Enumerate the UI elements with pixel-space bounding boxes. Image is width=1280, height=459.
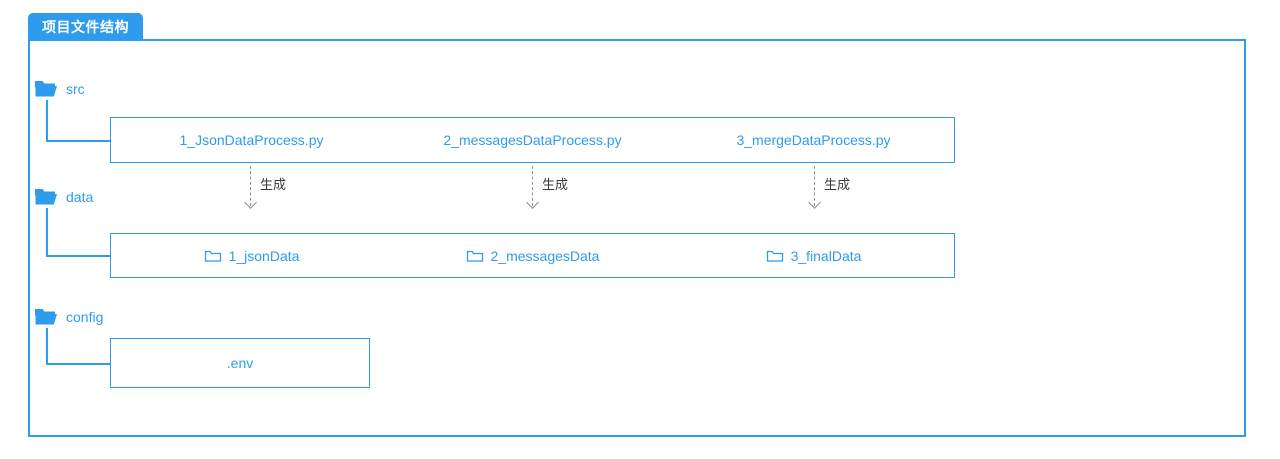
folder-row-config: config <box>34 307 103 326</box>
data-folders-box: 1_jsonData 2_messagesData 3_finalData <box>110 233 955 278</box>
folder-label-config: config <box>66 308 104 325</box>
generate-arrow-icon <box>814 166 815 206</box>
generate-arrow-label: 生成 <box>260 177 287 192</box>
folder-outline-icon <box>766 248 784 263</box>
connector-src <box>46 100 112 142</box>
folder-row-src: src <box>34 79 85 98</box>
generate-arrow-icon <box>250 166 251 206</box>
subfolder-item: 1_jsonData <box>111 234 392 277</box>
folder-icon <box>34 187 58 206</box>
file-item: 1_JsonDataProcess.py <box>111 118 392 162</box>
folder-outline-icon <box>466 248 484 263</box>
connector-config <box>46 328 112 365</box>
file-label: 1_JsonDataProcess.py <box>179 132 324 148</box>
folder-label-src: src <box>66 80 85 97</box>
folder-icon <box>34 79 58 98</box>
file-item: 2_messagesDataProcess.py <box>392 118 673 162</box>
file-label: 2_messagesDataProcess.py <box>443 132 622 148</box>
subfolder-label: 3_finalData <box>790 247 862 264</box>
generate-arrow-icon <box>532 166 533 206</box>
file-label: 3_mergeDataProcess.py <box>736 132 891 148</box>
file-item: .env <box>111 339 369 387</box>
subfolder-item: 2_messagesData <box>392 234 673 277</box>
folder-outline-icon <box>204 248 222 263</box>
subfolder-label: 2_messagesData <box>490 247 600 264</box>
connector-data <box>46 208 112 257</box>
generate-arrow-label: 生成 <box>542 177 569 192</box>
subfolder-item: 3_finalData <box>673 234 954 277</box>
folder-label-data: data <box>66 188 94 205</box>
folder-icon <box>34 307 58 326</box>
file-label: .env <box>226 355 254 371</box>
diagram-title: 项目文件结构 <box>42 18 129 35</box>
file-item: 3_mergeDataProcess.py <box>673 118 954 162</box>
folder-row-data: data <box>34 187 93 206</box>
diagram-title-tab: 项目文件结构 <box>28 13 143 40</box>
src-files-box: 1_JsonDataProcess.py 2_messagesDataProce… <box>110 117 955 163</box>
generate-arrow-label: 生成 <box>824 177 851 192</box>
config-files-box: .env <box>110 338 370 388</box>
subfolder-label: 1_jsonData <box>228 247 300 264</box>
